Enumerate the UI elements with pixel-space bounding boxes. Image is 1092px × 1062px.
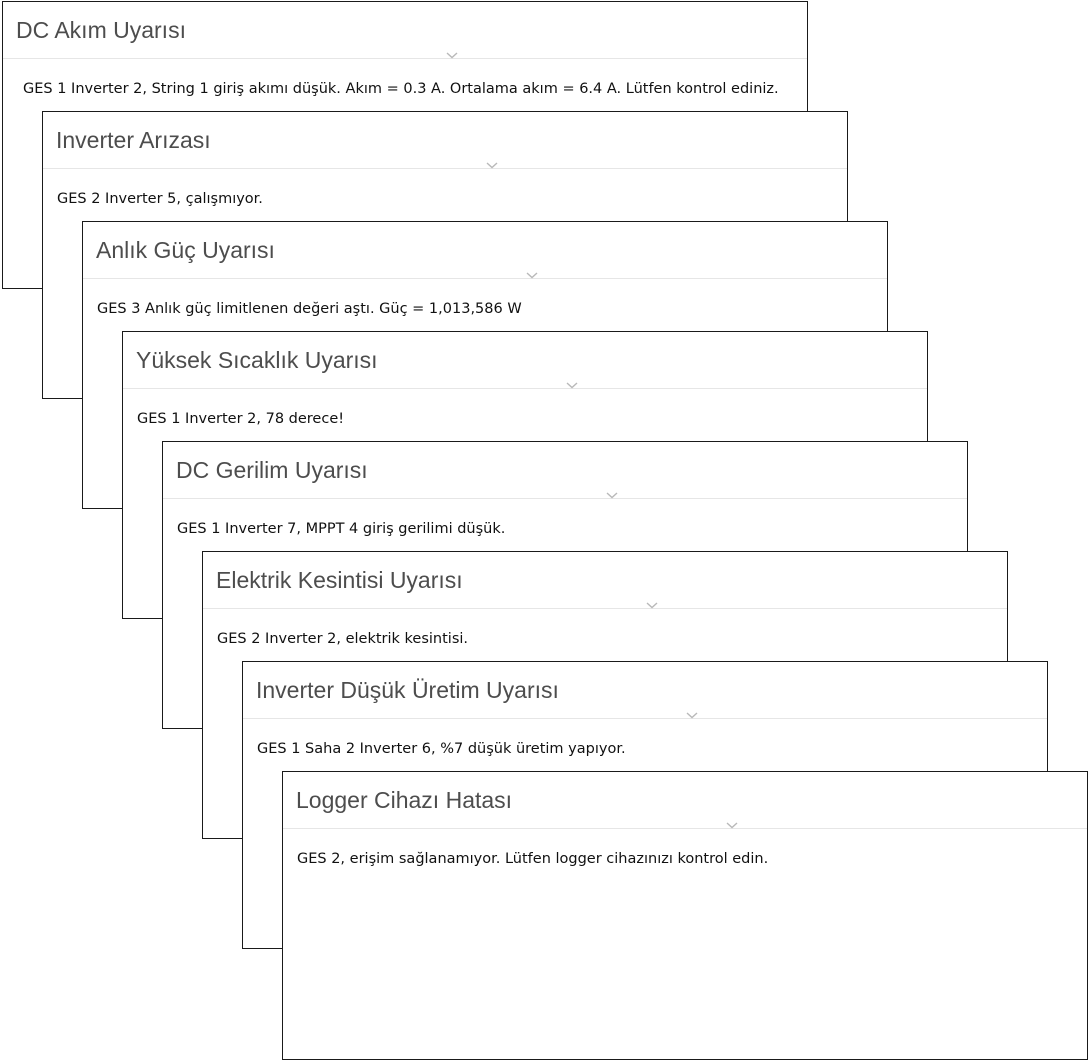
alert-title: Elektrik Kesintisi Uyarısı (216, 567, 463, 593)
alert-title: Yüksek Sıcaklık Uyarısı (136, 347, 378, 373)
alert-card-header[interactable]: Elektrik Kesintisi Uyarısı (203, 552, 1007, 609)
alert-message: GES 2 Inverter 2, elektrik kesintisi. (217, 631, 469, 647)
alert-message: GES 1 Inverter 2, 78 derece! (137, 411, 345, 427)
chevron-down-icon[interactable] (445, 51, 459, 60)
chevron-down-icon[interactable] (485, 161, 499, 170)
alert-title: Anlık Güç Uyarısı (96, 237, 275, 263)
alert-message: GES 1 Inverter 2, String 1 giriş akımı d… (23, 81, 779, 97)
alert-card-logger-error: Logger Cihazı Hatası GES 2, erişim sağla… (282, 771, 1088, 1060)
alert-card-header[interactable]: Inverter Arızası (43, 112, 847, 169)
alert-card-header[interactable]: DC Gerilim Uyarısı (163, 442, 967, 499)
alert-title: DC Akım Uyarısı (16, 17, 186, 43)
alert-title: Inverter Düşük Üretim Uyarısı (256, 677, 559, 703)
alert-message: GES 3 Anlık güç limitlenen değeri aştı. … (97, 301, 522, 317)
alert-card-header[interactable]: Anlık Güç Uyarısı (83, 222, 887, 279)
alert-card-header[interactable]: DC Akım Uyarısı (3, 2, 807, 59)
alert-title: Inverter Arızası (56, 127, 211, 153)
chevron-down-icon[interactable] (725, 821, 739, 830)
alert-message: GES 1 Saha 2 Inverter 6, %7 düşük üretim… (257, 741, 626, 757)
alert-title: DC Gerilim Uyarısı (176, 457, 368, 483)
chevron-down-icon[interactable] (685, 711, 699, 720)
alert-card-header[interactable]: Yüksek Sıcaklık Uyarısı (123, 332, 927, 389)
alert-title: Logger Cihazı Hatası (296, 787, 513, 813)
alert-message: GES 2, erişim sağlanamıyor. Lütfen logge… (297, 851, 769, 867)
alert-message: GES 2 Inverter 5, çalışmıyor. (57, 191, 263, 207)
chevron-down-icon[interactable] (645, 601, 659, 610)
alert-message: GES 1 Inverter 7, MPPT 4 giriş gerilimi … (177, 521, 506, 537)
chevron-down-icon[interactable] (525, 271, 539, 280)
alert-card-header[interactable]: Inverter Düşük Üretim Uyarısı (243, 662, 1047, 719)
alert-card-header[interactable]: Logger Cihazı Hatası (283, 772, 1087, 829)
chevron-down-icon[interactable] (565, 381, 579, 390)
chevron-down-icon[interactable] (605, 491, 619, 500)
